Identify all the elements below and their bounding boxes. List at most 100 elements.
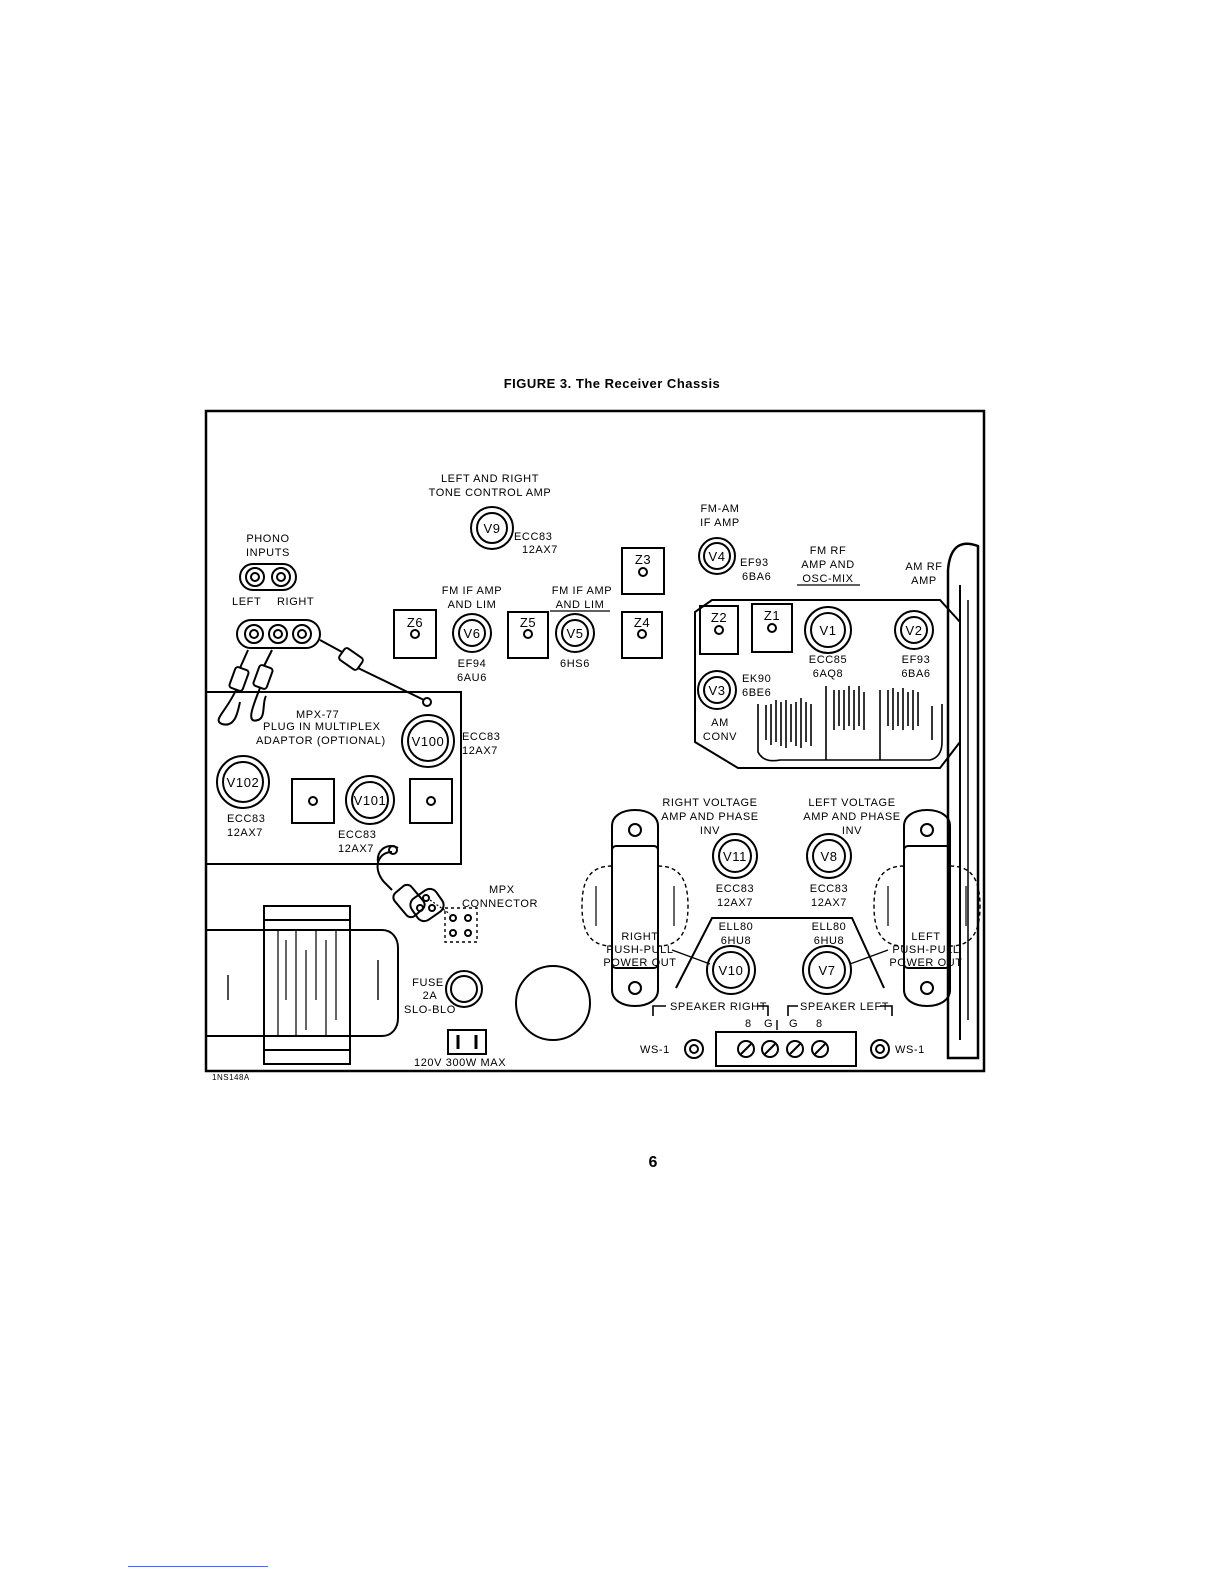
v5-type: 6HS6 — [560, 658, 590, 670]
tube-v3-label: V3 — [708, 683, 725, 698]
mpx-adaptor-board — [205, 691, 462, 865]
coil-z1-label: Z1 — [764, 608, 780, 623]
tube-v10: V10 — [706, 945, 756, 995]
fm-am-label-2: IF AMP — [700, 517, 740, 529]
tube-v102: V102 — [216, 755, 270, 809]
phono-left-label: LEFT — [232, 596, 261, 608]
mpx-label-1: MPX-77 — [296, 709, 339, 721]
coil-z5-label: Z5 — [520, 615, 536, 630]
am-conv-label-1: AM — [711, 717, 729, 729]
tube-v2: V2 — [894, 610, 934, 650]
mpx-label-2: PLUG IN MULTIPLEX — [263, 721, 381, 733]
fm-rf-label-3: OSC-MIX — [802, 573, 853, 585]
part-code: 1NS148A — [212, 1073, 250, 1082]
page-number: 6 — [648, 1154, 658, 1171]
coil-z6-label: Z6 — [407, 615, 423, 630]
v101-type-1: ECC83 — [338, 829, 376, 841]
mpx-connector-label-2: CONNECTOR — [462, 898, 538, 910]
v1-type-2: 6AQ8 — [813, 668, 844, 680]
phono-label-1: PHONO — [246, 533, 289, 545]
v2-type-1: EF93 — [902, 654, 931, 666]
filter-capacitor — [515, 965, 591, 1041]
v6-type-2: 6AU6 — [457, 672, 487, 684]
fm-rf-label-1: FM RF — [810, 545, 847, 557]
mpx-coil-right — [409, 778, 453, 824]
speaker-left-bracket — [787, 1005, 893, 1016]
coil-z4-label: Z4 — [634, 615, 650, 630]
speaker-left-label: SPEAKER LEFT — [800, 1001, 889, 1013]
tube-v3: V3 — [697, 670, 737, 710]
coil-z2: Z2 — [699, 605, 739, 655]
v10-type-1: ELL80 — [719, 921, 754, 933]
coil-z3-label: Z3 — [635, 552, 651, 567]
fm-if-a-label-1: FM IF AMP — [442, 585, 502, 597]
tube-v100-label: V100 — [412, 734, 445, 749]
right-voltage-amp-label-3: INV — [700, 825, 720, 837]
v3-type-2: 6BE6 — [742, 687, 771, 699]
tone-amp-label-1: LEFT AND RIGHT — [441, 473, 539, 485]
am-rf-label-1: AM RF — [905, 561, 942, 573]
left-push-pull-label-3: POWER OUT — [889, 957, 962, 969]
phono-label-2: INPUTS — [246, 547, 290, 559]
dial-pulley — [946, 542, 980, 1060]
v3-type-1: EK90 — [742, 673, 771, 685]
tuner-enclosure — [694, 599, 961, 769]
tube-v102-label: V102 — [227, 775, 260, 790]
left-push-pull-label-2: PUSH-PULL — [892, 944, 959, 956]
tube-v101: V101 — [345, 775, 395, 825]
speaker-terminal-strip — [715, 1031, 857, 1067]
fm-if-b-label-1: FM IF AMP — [552, 585, 612, 597]
right-voltage-amp-label-2: AMP AND PHASE — [661, 811, 758, 823]
fuse-label-2: 2A — [423, 990, 438, 1002]
tube-v100: V100 — [401, 714, 455, 768]
phono-jacks — [239, 563, 297, 591]
tube-v5: V5 — [555, 613, 595, 653]
v6-type-1: EF94 — [458, 658, 487, 670]
fm-rf-label-2: AMP AND — [801, 559, 855, 571]
tube-v4-label: V4 — [708, 549, 725, 564]
terminal-8-right: 8 — [745, 1018, 752, 1030]
tube-v11: V11 — [712, 833, 758, 879]
tube-v9-label: V9 — [483, 521, 500, 536]
v7-type-1: ELL80 — [812, 921, 847, 933]
speaker-right-label: SPEAKER RIGHT — [670, 1001, 767, 1013]
terminal-g-right: G — [764, 1018, 773, 1030]
coil-z6: Z6 — [393, 609, 437, 659]
tube-v1: V1 — [804, 606, 852, 654]
v4-type-2: 6BA6 — [742, 571, 771, 583]
coil-z3: Z3 — [621, 547, 665, 595]
mpx-connector-label-1: MPX — [489, 884, 515, 896]
tube-v7: V7 — [802, 945, 852, 995]
terminal-8-left: 8 — [816, 1018, 823, 1030]
fuse-holder — [445, 970, 483, 1008]
ws1-left-label: WS-1 — [640, 1044, 670, 1056]
speaker-right-bracket — [652, 1005, 769, 1016]
left-voltage-amp-label-3: INV — [842, 825, 862, 837]
footnote-rule — [128, 1566, 268, 1567]
v102-type-2: 12AX7 — [227, 827, 263, 839]
figure-title: FIGURE 3. The Receiver Chassis — [503, 376, 721, 391]
terminal-g-left: G — [789, 1018, 798, 1030]
v2-type-2: 6BA6 — [901, 668, 930, 680]
tube-v2-label: V2 — [905, 623, 922, 638]
tube-v8-label: V8 — [820, 849, 837, 864]
tube-v10-label: V10 — [719, 963, 744, 978]
am-conv-label-2: CONV — [703, 731, 737, 743]
mpx-cable — [376, 844, 478, 943]
v11-type-2: 12AX7 — [717, 897, 753, 909]
v11-type-1: ECC83 — [716, 883, 754, 895]
right-push-pull-label-3: POWER OUT — [603, 957, 676, 969]
v101-type-2: 12AX7 — [338, 843, 374, 855]
tuning-capacitor — [757, 686, 943, 762]
rca-jack-block — [236, 619, 321, 649]
tube-v8: V8 — [806, 833, 852, 879]
tube-v9: V9 — [470, 506, 514, 550]
phono-right-label: RIGHT — [277, 596, 314, 608]
tube-v6: V6 — [452, 613, 492, 653]
v4-type-1: EF93 — [740, 557, 769, 569]
fuse-label-3: SLO-BLO — [404, 1004, 456, 1016]
tube-v11-label: V11 — [723, 849, 747, 864]
v102-type-1: ECC83 — [227, 813, 265, 825]
right-voltage-amp-label-1: RIGHT VOLTAGE — [662, 797, 757, 809]
